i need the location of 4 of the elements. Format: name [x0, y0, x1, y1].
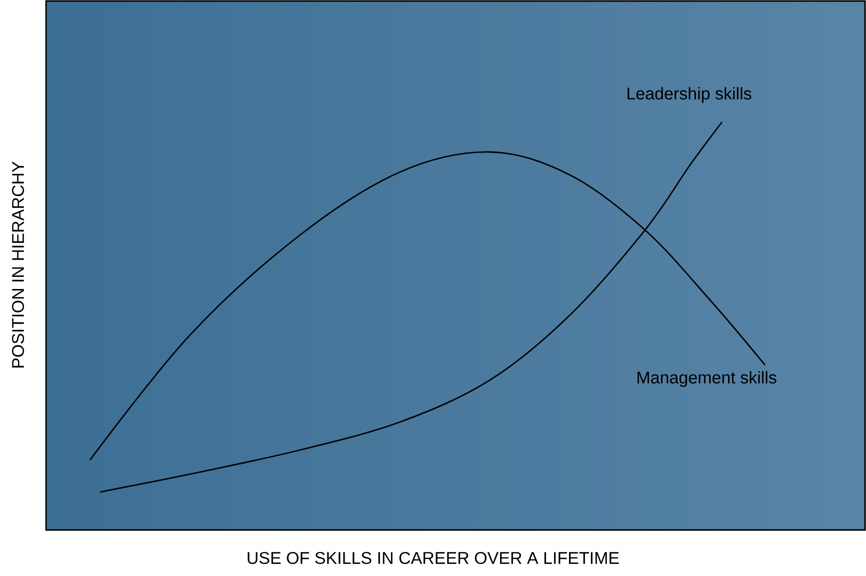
axis-title: POSITION IN HIERARCHY: [12, 162, 24, 368]
curve-label: Management skills: [638, 371, 776, 387]
curve-label: Leadership skills: [628, 87, 752, 103]
axis-title: USE OF SKILLS IN CAREER OVER A LIFETIME: [248, 552, 619, 564]
